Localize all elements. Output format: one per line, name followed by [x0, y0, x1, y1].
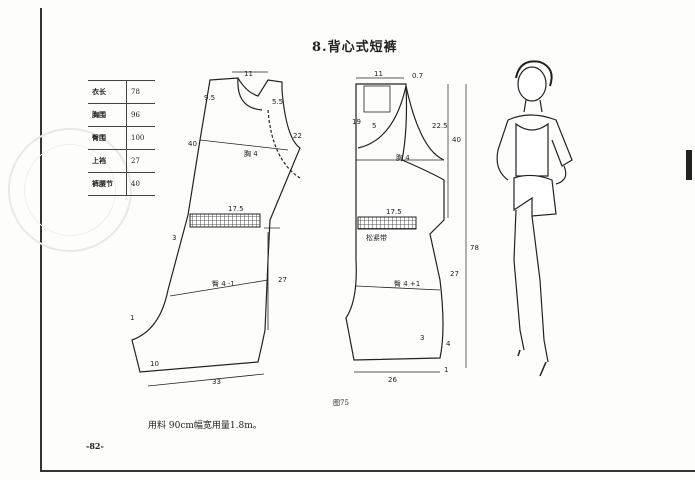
- front-hip-line: [169, 279, 269, 297]
- back-neck-box: [363, 85, 391, 113]
- front-hem-label: 33: [212, 378, 221, 386]
- fashion-figure-illustration: [496, 60, 573, 377]
- page-title: 8.背心式短裤: [312, 40, 398, 55]
- back-number-label: 3: [420, 334, 424, 342]
- front-waistband: [189, 213, 261, 228]
- front-number-label: 9.5: [204, 94, 215, 102]
- material-note: 用料 90cm幅宽用量1.8m。: [148, 421, 262, 431]
- back-hip-label: 臀 4 +1: [394, 280, 420, 288]
- back-labels: 11 0.7 19 22.5 40 胸 4 17.5 松紧带 78 27 臀 4…: [352, 70, 479, 384]
- front-chest-label: 胸 4: [244, 149, 258, 158]
- front-chest-line: [199, 139, 289, 151]
- spec-value: 40: [126, 172, 155, 196]
- back-hip-line: [355, 285, 441, 291]
- back-hem-label: 26: [388, 376, 397, 384]
- front-labels: 11 5.5 22 40 胸 4 17.5 27 臀 4 -1 33 3 9.5…: [130, 70, 302, 386]
- front-hip-label: 臀 4 -1: [212, 280, 235, 288]
- back-number-label: 1: [444, 366, 448, 374]
- back-crotch-label: 27: [450, 270, 459, 278]
- binding-mark: [686, 150, 692, 180]
- spec-value: 100: [126, 126, 155, 150]
- front-number-label: 1: [130, 314, 134, 322]
- back-chest-label: 胸 4: [396, 153, 410, 162]
- front-length-label: 40: [188, 140, 197, 148]
- spec-value: 78: [126, 80, 155, 104]
- spec-label: 衣长: [88, 80, 127, 104]
- front-waistband-label: 17.5: [228, 205, 244, 213]
- back-total-length-label: 78: [470, 244, 479, 252]
- front-top-width-label: 11: [244, 70, 253, 78]
- back-waistband: [357, 216, 417, 230]
- front-hem-line: [147, 373, 265, 387]
- back-waist-note-label: 松紧带: [366, 233, 387, 242]
- back-outline: [345, 83, 445, 361]
- back-side-label: 40: [452, 136, 461, 144]
- front-armhole-curve: [267, 109, 301, 179]
- front-crotch-label: 27: [278, 276, 287, 284]
- back-armhole-label: 22.5: [432, 122, 448, 130]
- back-pattern: [345, 77, 467, 373]
- spec-value: 27: [126, 149, 155, 173]
- back-waistband-label: 17.5: [386, 208, 402, 216]
- back-neck-depth-label: 19: [352, 118, 361, 126]
- front-dart-label: 3: [172, 234, 176, 242]
- spec-label: 臀围: [88, 126, 127, 150]
- back-top-width-label: 11: [374, 70, 383, 78]
- front-pattern: [131, 71, 301, 387]
- page-bottom-edge: [40, 470, 695, 472]
- spec-label: 裤腰节: [88, 172, 127, 196]
- back-offset-label: 0.7: [412, 72, 423, 80]
- front-outline: [131, 77, 301, 373]
- back-number-label: 4: [446, 340, 451, 348]
- front-neck-curve: [237, 77, 263, 111]
- back-armhole-curve: [405, 85, 445, 161]
- front-neck-label: 5.5: [272, 98, 283, 106]
- back-number-label: 5: [372, 122, 376, 130]
- front-armhole-label: 22: [293, 132, 302, 140]
- page-number: -82-: [86, 441, 104, 451]
- spec-label: 上裆: [88, 149, 127, 173]
- back-neck-curve: [357, 85, 407, 149]
- figure-caption: 图75: [333, 399, 349, 407]
- spec-value: 96: [126, 103, 155, 127]
- spec-label: 胸围: [88, 103, 127, 127]
- front-number-label: 10: [150, 360, 159, 368]
